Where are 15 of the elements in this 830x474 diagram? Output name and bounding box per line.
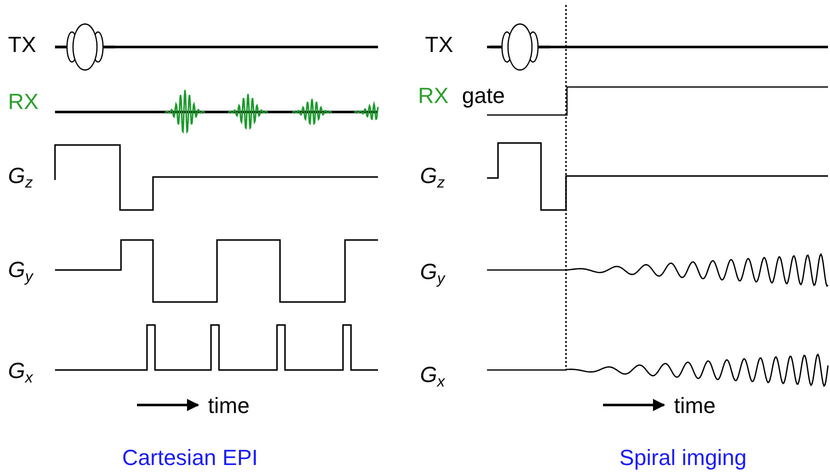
channel-label: TX bbox=[8, 34, 36, 56]
channel-label: TX bbox=[425, 34, 454, 56]
gradient-label: G$_{y}$ bbox=[420, 261, 445, 287]
axis-label: time bbox=[674, 395, 716, 417]
panel-caption: Cartesian EPI bbox=[122, 447, 258, 469]
gradient-label: G$_{x}$ bbox=[8, 360, 33, 386]
channel-label: RX bbox=[8, 91, 39, 113]
gradient-label: G$_{z}$ bbox=[420, 165, 445, 191]
gradient-label: G$_{x}$ bbox=[420, 364, 445, 390]
gradient-label: G$_{y}$ bbox=[8, 259, 33, 285]
panel-caption: Spiral imging bbox=[619, 447, 747, 469]
channel-label: RX bbox=[418, 85, 449, 107]
channel-label: gate bbox=[462, 85, 505, 107]
axis-label: time bbox=[208, 395, 250, 417]
gradient-label: G$_{z}$ bbox=[8, 165, 33, 191]
